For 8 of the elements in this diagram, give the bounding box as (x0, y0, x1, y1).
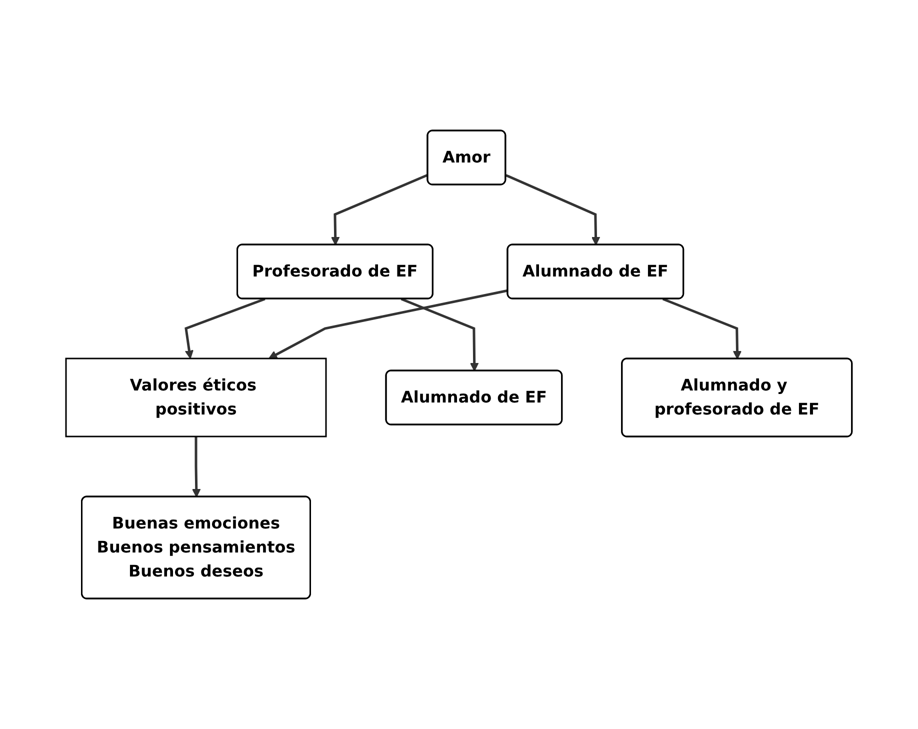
arrow (268, 289, 508, 359)
arrow (662, 298, 742, 360)
arrow (505, 174, 600, 246)
arrow (192, 436, 201, 498)
arrow (400, 298, 479, 372)
arrow (331, 174, 429, 246)
arrow (184, 298, 266, 359)
node-box: Valores éticos positivos (65, 358, 327, 438)
